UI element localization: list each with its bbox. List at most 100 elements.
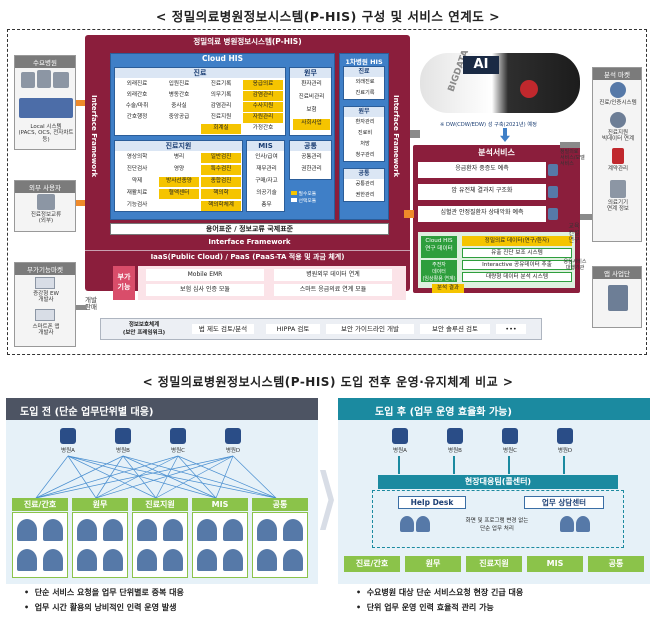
staff-icon bbox=[197, 549, 217, 571]
first-group-item: 청구관리 bbox=[355, 152, 375, 158]
analysis-service-title: 분석서비스 bbox=[478, 148, 515, 157]
staff-icon bbox=[163, 549, 183, 571]
hospital-icon bbox=[502, 428, 518, 444]
research-item: 정밀의료 데이터(연구/환자) bbox=[462, 236, 572, 246]
staff-icon bbox=[17, 519, 37, 541]
jinryo-cell: 감염관리 bbox=[210, 103, 232, 109]
after-header: 도입 후 (업무 운영 효율화 가능) bbox=[375, 407, 512, 418]
hospital-icon bbox=[447, 428, 463, 444]
dev-sale-label: 개발 판매 bbox=[85, 296, 97, 312]
phis-title: 정밀의료 병원정보시스템(P-HIS) bbox=[193, 37, 302, 46]
interface-framework-bar: Interface Framework bbox=[208, 238, 291, 246]
hospital-icon bbox=[37, 194, 55, 210]
security-item: 법 제도 검토/분석 bbox=[192, 324, 254, 334]
jinryo-cell: 입원진료 bbox=[168, 81, 190, 87]
hospital-icon bbox=[225, 428, 241, 444]
analysis-market-box: 분석 마켓 진료/인증시스템 진료지원 빅데이터 연계 계약관리 의료기기 연계… bbox=[592, 67, 642, 242]
staff-icon bbox=[416, 516, 430, 532]
staff-icon bbox=[163, 519, 183, 541]
staff-icon bbox=[43, 549, 63, 571]
diagram-title-bottom: < 정밀의료병원정보시스템(P-HIS) 도입 전후 운영·유지체계 비교 > bbox=[142, 375, 514, 389]
laptop-icon bbox=[35, 277, 55, 289]
dept-label: 진료/간호 bbox=[12, 498, 68, 511]
after-bullet-1-text: 수요병원 대상 단순 서비스요청 현장 긴급 대응 bbox=[366, 588, 524, 597]
first-group-header: 원무 bbox=[344, 107, 384, 117]
ai-label: AI bbox=[463, 56, 499, 74]
service-item: 심혈관 안정질환자 상태악화 예측 bbox=[418, 206, 546, 222]
gongtong-header: 공통 bbox=[290, 141, 331, 151]
first-group-item: 처방 bbox=[360, 141, 370, 147]
staff-icon bbox=[43, 519, 63, 541]
top-diagram-frame bbox=[7, 29, 647, 355]
research-item: 대량형 데이터 분석 시스템 bbox=[462, 272, 572, 282]
jinryo-cell: 수술/마취 bbox=[125, 103, 149, 109]
jiwon-cell: 종합검진 bbox=[201, 177, 241, 187]
gongtong-item: 공통관리 bbox=[301, 154, 322, 160]
hospital-icon bbox=[557, 428, 573, 444]
external-user-label: 외부 사용자 bbox=[15, 181, 75, 193]
edu-label: 교육 컨설 연구 bbox=[568, 223, 580, 244]
jinryo-cell: 회계실 bbox=[201, 124, 241, 134]
interface-framework-right: Interface Framework bbox=[392, 95, 400, 178]
security-item: 보안 솔루션 검토 bbox=[420, 324, 490, 334]
security-item: 보안 가이드라인 개발 bbox=[326, 324, 414, 334]
addon-caption-1: 증강형 EW 개발사 bbox=[33, 291, 59, 304]
dept-body bbox=[132, 512, 188, 578]
interface-framework-left: Interface Framework bbox=[90, 95, 98, 178]
jinryo-cell: 감염관리 bbox=[243, 91, 283, 101]
staff-icon bbox=[137, 549, 157, 571]
jiwon-cell: 병리 bbox=[173, 154, 185, 160]
first-group-item: 공통관리 bbox=[355, 181, 375, 187]
before-bullet-1-text: 단순 서비스 요청을 업무 단위별로 중복 대응 bbox=[34, 588, 184, 597]
staff-icon bbox=[77, 519, 97, 541]
mis-item: 의공기술 bbox=[256, 190, 277, 196]
first-hospital-title: 1차병원 HIS bbox=[345, 58, 383, 66]
hospital-caption: 병원C bbox=[503, 448, 517, 454]
mis-header: MIS bbox=[247, 141, 284, 151]
chart-icon bbox=[548, 208, 558, 220]
hospital-icon bbox=[60, 428, 76, 444]
dept-label: 원무 bbox=[405, 556, 461, 572]
dept-label: MIS bbox=[527, 556, 583, 572]
jinryo-cell: 가정간호 bbox=[252, 125, 274, 131]
staff-icon bbox=[17, 549, 37, 571]
call-center-bar: 현장대응팀(콜센터) bbox=[378, 475, 618, 489]
ai-caption: ※ DW(CDW/EDW) 성 구축(2021년) 예정 bbox=[440, 122, 537, 128]
dept-body bbox=[72, 512, 128, 578]
jiwon-cell: 재활치료 bbox=[126, 190, 148, 196]
jinryo-cell: 진료지원 bbox=[210, 114, 232, 120]
addon-market-box: 부가기능마켓 증강형 EW 개발사 스마트폰 앱 개발사 bbox=[14, 262, 76, 347]
dept-label: 진료지원 bbox=[132, 498, 188, 511]
jiwon-header: 진료지원 bbox=[115, 141, 242, 151]
monitor-icon bbox=[19, 98, 73, 118]
chart-icon bbox=[548, 164, 558, 176]
jiwon-cell: 특수검진 bbox=[201, 165, 241, 175]
jinryo-cell: 수사지원 bbox=[243, 102, 283, 112]
before-bullets: • 단순 서비스 요청을 업무 단위별로 중복 대응 • 업무 시간 활용의 낭… bbox=[6, 584, 318, 618]
arrow-phis-service bbox=[404, 210, 414, 218]
hospital-caption: 병원B bbox=[116, 448, 130, 454]
staff-icon bbox=[576, 516, 590, 532]
jinryo-cell: 중사실 bbox=[171, 103, 187, 109]
connector-line bbox=[398, 456, 400, 474]
connector-line bbox=[453, 456, 455, 474]
arrow-down-to-service bbox=[500, 128, 510, 142]
jinryo-header: 진료 bbox=[115, 68, 285, 78]
jinryo-cell: 병동간호 bbox=[168, 92, 190, 98]
wonmu-item: 보험 bbox=[306, 107, 317, 113]
connector-line bbox=[563, 456, 565, 474]
staff-icon bbox=[103, 549, 123, 571]
dept-body bbox=[12, 512, 68, 578]
external-user-box: 외부 사용자 진료정보교류 (외부) bbox=[14, 180, 76, 232]
jiwon-cell: 방사선종양 bbox=[159, 177, 199, 187]
iaas-bar: IaaS(Public Cloud) / PaaS (PaaS-TA 적용 및 … bbox=[85, 250, 410, 262]
brain-icon bbox=[610, 112, 626, 128]
analysis-market-label: 분석 마켓 bbox=[593, 68, 641, 80]
arrow-phis-ai bbox=[410, 130, 420, 138]
market-caption-4: 의료기기 연계 정보 bbox=[607, 200, 629, 213]
